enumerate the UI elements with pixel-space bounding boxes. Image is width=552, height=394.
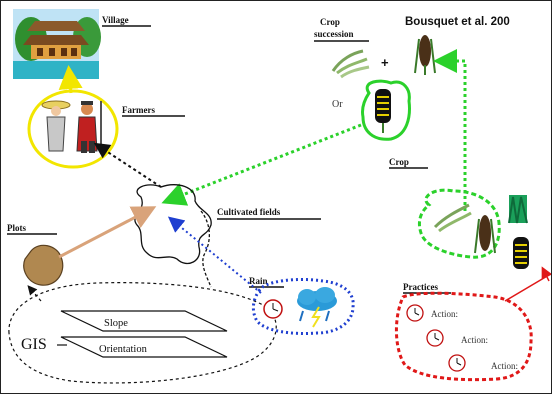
orientation-label: Orientation: [99, 344, 148, 355]
rice-seedling-icon: [331, 49, 370, 79]
succession-to-fields-arrow: [161, 123, 362, 206]
crop-succession-label-line2: succession: [314, 29, 354, 39]
rain-label: Rain: [249, 276, 268, 286]
practices-label: Practices: [403, 282, 438, 292]
clock-icon: [426, 329, 444, 347]
slope-label: Slope: [104, 318, 128, 329]
slope-layer: [60, 310, 228, 332]
green-grass-icon: [508, 195, 528, 224]
plus-sign: +: [381, 55, 389, 70]
plots-to-fields-arrow: [58, 206, 157, 259]
gis-enclosure: [8, 282, 277, 384]
rice-seedling-icon: [433, 203, 472, 233]
rain-to-fields-arrow: [167, 216, 262, 294]
plot-rock-icon: [23, 244, 64, 286]
corn-cob-icon: [513, 237, 529, 269]
fields-to-farmers-arrow: [93, 142, 162, 188]
crop-succession-label-line1: Crop: [320, 17, 340, 27]
crop-to-succession-arrow: [433, 49, 467, 211]
rain-cloud-icon: [297, 287, 337, 328]
clock-icon: [263, 299, 283, 319]
cultivated-fields-shape: [134, 184, 212, 264]
village-icon: [13, 9, 101, 79]
clock-icon: [406, 304, 424, 322]
action-label-1: Action:: [431, 309, 458, 319]
farmers-label: Farmers: [122, 105, 155, 115]
orientation-layer: [60, 336, 228, 358]
action-label-3: Action:: [491, 361, 518, 371]
rain-enclosure: [251, 277, 355, 335]
or-label: Or: [332, 99, 343, 110]
citation-text: Bousquet et al. 200: [405, 16, 510, 28]
farmers-to-village-arrow: [58, 65, 83, 94]
crop-succession-enclosure: [361, 79, 411, 141]
village-label: Village: [102, 15, 129, 25]
corn-cob-icon: [414, 35, 436, 75]
clock-icon: [448, 354, 466, 372]
corn-cob-icon: [375, 89, 391, 133]
crop-label: Crop: [389, 157, 409, 167]
corn-cob-icon: [474, 215, 496, 254]
action-label-2: Action:: [461, 335, 488, 345]
farmers-icon: [41, 100, 102, 153]
practices-to-crop-arrow: [541, 266, 551, 282]
gis-label: GIS: [21, 336, 47, 353]
practices-enclosure: [394, 291, 533, 382]
farmers-circle: [27, 89, 119, 169]
cultivated-fields-label: Cultivated fields: [217, 207, 281, 217]
plots-label: Plots: [7, 223, 26, 233]
